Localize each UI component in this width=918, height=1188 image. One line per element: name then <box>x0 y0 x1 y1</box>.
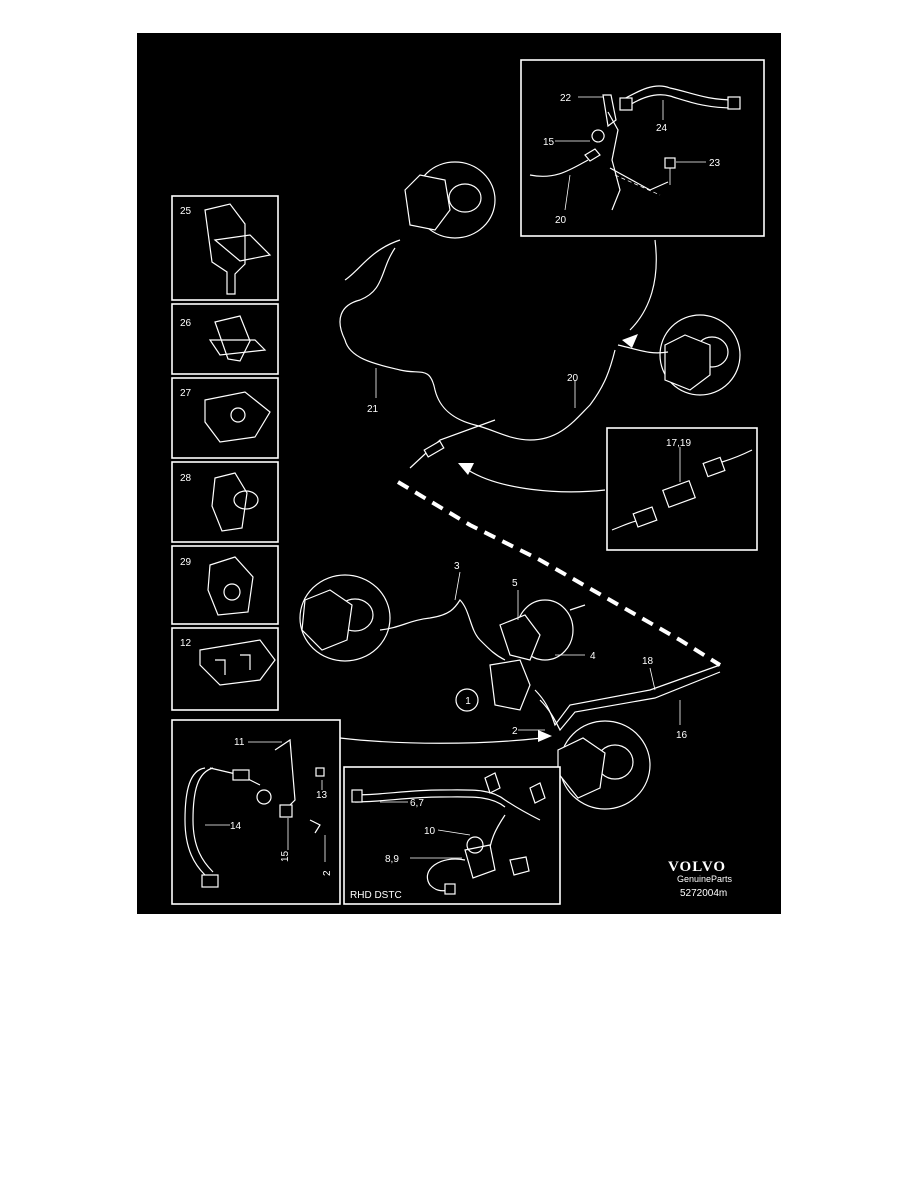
label-6-7: 6,7 <box>410 798 424 809</box>
label-23: 23 <box>709 158 721 169</box>
label-29: 29 <box>180 557 192 568</box>
genuine-parts-text: GenuineParts <box>677 874 733 884</box>
label-20: 20 <box>567 373 579 384</box>
label-20-inset: 20 <box>555 215 567 226</box>
label-13: 13 <box>316 790 328 801</box>
label-18: 18 <box>642 656 654 667</box>
inset-rear-hose-detail <box>171 719 341 905</box>
label-1: 1 <box>465 696 471 707</box>
clip-boxes <box>171 195 279 711</box>
label-8-9: 8,9 <box>385 854 399 865</box>
label-21: 21 <box>367 404 379 415</box>
label-3: 3 <box>454 561 460 572</box>
label-15: 15 <box>543 137 555 148</box>
front-brake-assembly <box>339 161 741 469</box>
label-4: 4 <box>590 651 596 662</box>
label-12: 12 <box>180 638 192 649</box>
label-11: 11 <box>234 737 245 748</box>
label-14: 14 <box>230 821 242 832</box>
rear-brake-assembly <box>299 571 721 810</box>
label-15-inset: 15 <box>280 850 291 862</box>
volvo-logo: VOLVO <box>668 859 726 875</box>
diagram-code: 5272004m <box>680 888 727 899</box>
label-17-19: 17,19 <box>666 438 691 449</box>
label-16: 16 <box>676 730 688 741</box>
inset-union-detail <box>606 427 758 551</box>
rhd-dstc-label: RHD DSTC <box>350 890 402 901</box>
label-24: 24 <box>656 123 668 134</box>
label-26: 26 <box>180 318 192 329</box>
label-2: 2 <box>512 726 518 737</box>
label-25: 25 <box>180 206 192 217</box>
label-2-inset: 2 <box>322 870 333 876</box>
label-27: 27 <box>180 388 192 399</box>
inset-rhd-dstc <box>343 766 561 905</box>
label-10: 10 <box>424 826 436 837</box>
inset-front-hose-detail <box>520 59 765 237</box>
label-22: 22 <box>560 93 572 104</box>
label-28: 28 <box>180 473 192 484</box>
label-5: 5 <box>512 578 518 589</box>
